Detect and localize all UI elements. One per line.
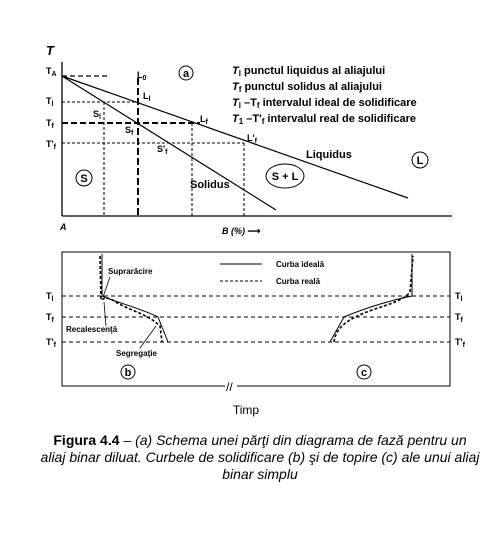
b-axis-label: B (%) ⟶ [222,226,261,236]
real-melting-curve [333,255,414,343]
panel-b-label: b [125,367,132,379]
left-tick-tl: Tl [46,291,54,303]
tick-tf: Tf [46,118,55,130]
segregatie-pointer [139,325,157,349]
time-axis-label: Timp [233,403,260,417]
right-tick-tf: Tf [455,312,464,324]
recalescenta-pointer [103,301,107,327]
panel-a-label: a [183,68,190,80]
label-ll: Ll [143,91,151,103]
region-sl-label: S + L [272,171,299,183]
left-tick-tf: Tf [46,312,55,324]
tick-ta: TA [46,66,57,78]
panel-a-circle [178,65,194,81]
liquidus-label: Liquidus [306,149,352,161]
cooling-curves-panel: Tl Tf T'f Tl Tf T'f Curba ideală Curba r… [46,251,466,417]
ideal-melting-curve [329,254,413,343]
figure-caption: Figura 4.4 – (a) Schema unei părţi din d… [40,432,480,483]
right-tick-tl: Tl [455,291,463,303]
label-lf-prime: L'f [247,133,258,145]
origin-a-label: A [59,222,67,232]
region-s-circle [75,169,93,187]
solidus-label: Solidus [190,179,230,191]
caption-label: Figura 4.4 [53,432,120,448]
supraracire-label: Suprarăcire [108,267,153,276]
region-sl-ellipse [265,163,305,189]
phase-legend: Tl punctul liquidus al aliajului Tf punc… [232,65,417,126]
legend-row-4: T1 –T'f intervalul real de solidificare [232,113,416,126]
label-l0: L0 [137,70,147,82]
t-axis-label: T [46,43,55,58]
right-tick-tf-prime: T'f [455,337,466,349]
label-sf: Sf [125,125,134,137]
panel-c-label: c [361,367,367,379]
liquidus-line [61,75,409,199]
legend-row-3: Tl –Tf intervalul ideal de solidificare [232,97,417,110]
recalescenta-label: Recalescenţă [66,325,118,334]
legend-real-label: Curba reală [276,277,321,286]
label-sl: Sl [93,109,101,121]
ideal-cooling-curve [101,254,169,343]
supraracire-pointer [102,276,111,298]
panel-b-circle [120,364,136,380]
label-sf-prime: S'f [157,144,168,156]
real-cooling-curve [99,255,163,343]
region-l-label: L [417,155,424,167]
tick-tf-prime: T'f [46,139,57,151]
phase-diagram: T A B (%) ⟶ TA Tl Tf T'f L0 Ll Lf L'f Sl… [46,43,452,236]
legend-ideal-label: Curba ideală [276,260,325,269]
legend-row-1: Tl punctul liquidus al aliajului [232,65,385,78]
solidus-line [61,75,277,211]
label-lf: Lf [200,114,209,126]
left-tick-tf-prime: T'f [46,337,57,349]
tick-tl: Tl [46,96,54,108]
curves-frame [61,251,451,387]
axis-break-mark: // [226,380,233,394]
region-s-label: S [80,173,87,185]
legend-row-2: Tf punctul solidus al aliajului [232,81,382,94]
caption-text: – (a) Schema unei părţi din diagrama de … [40,432,480,482]
region-l-circle [411,151,429,169]
panel-c-circle [356,364,372,380]
segregatie-label: Segregaţie [116,349,157,358]
axis-break-gap [225,380,237,392]
